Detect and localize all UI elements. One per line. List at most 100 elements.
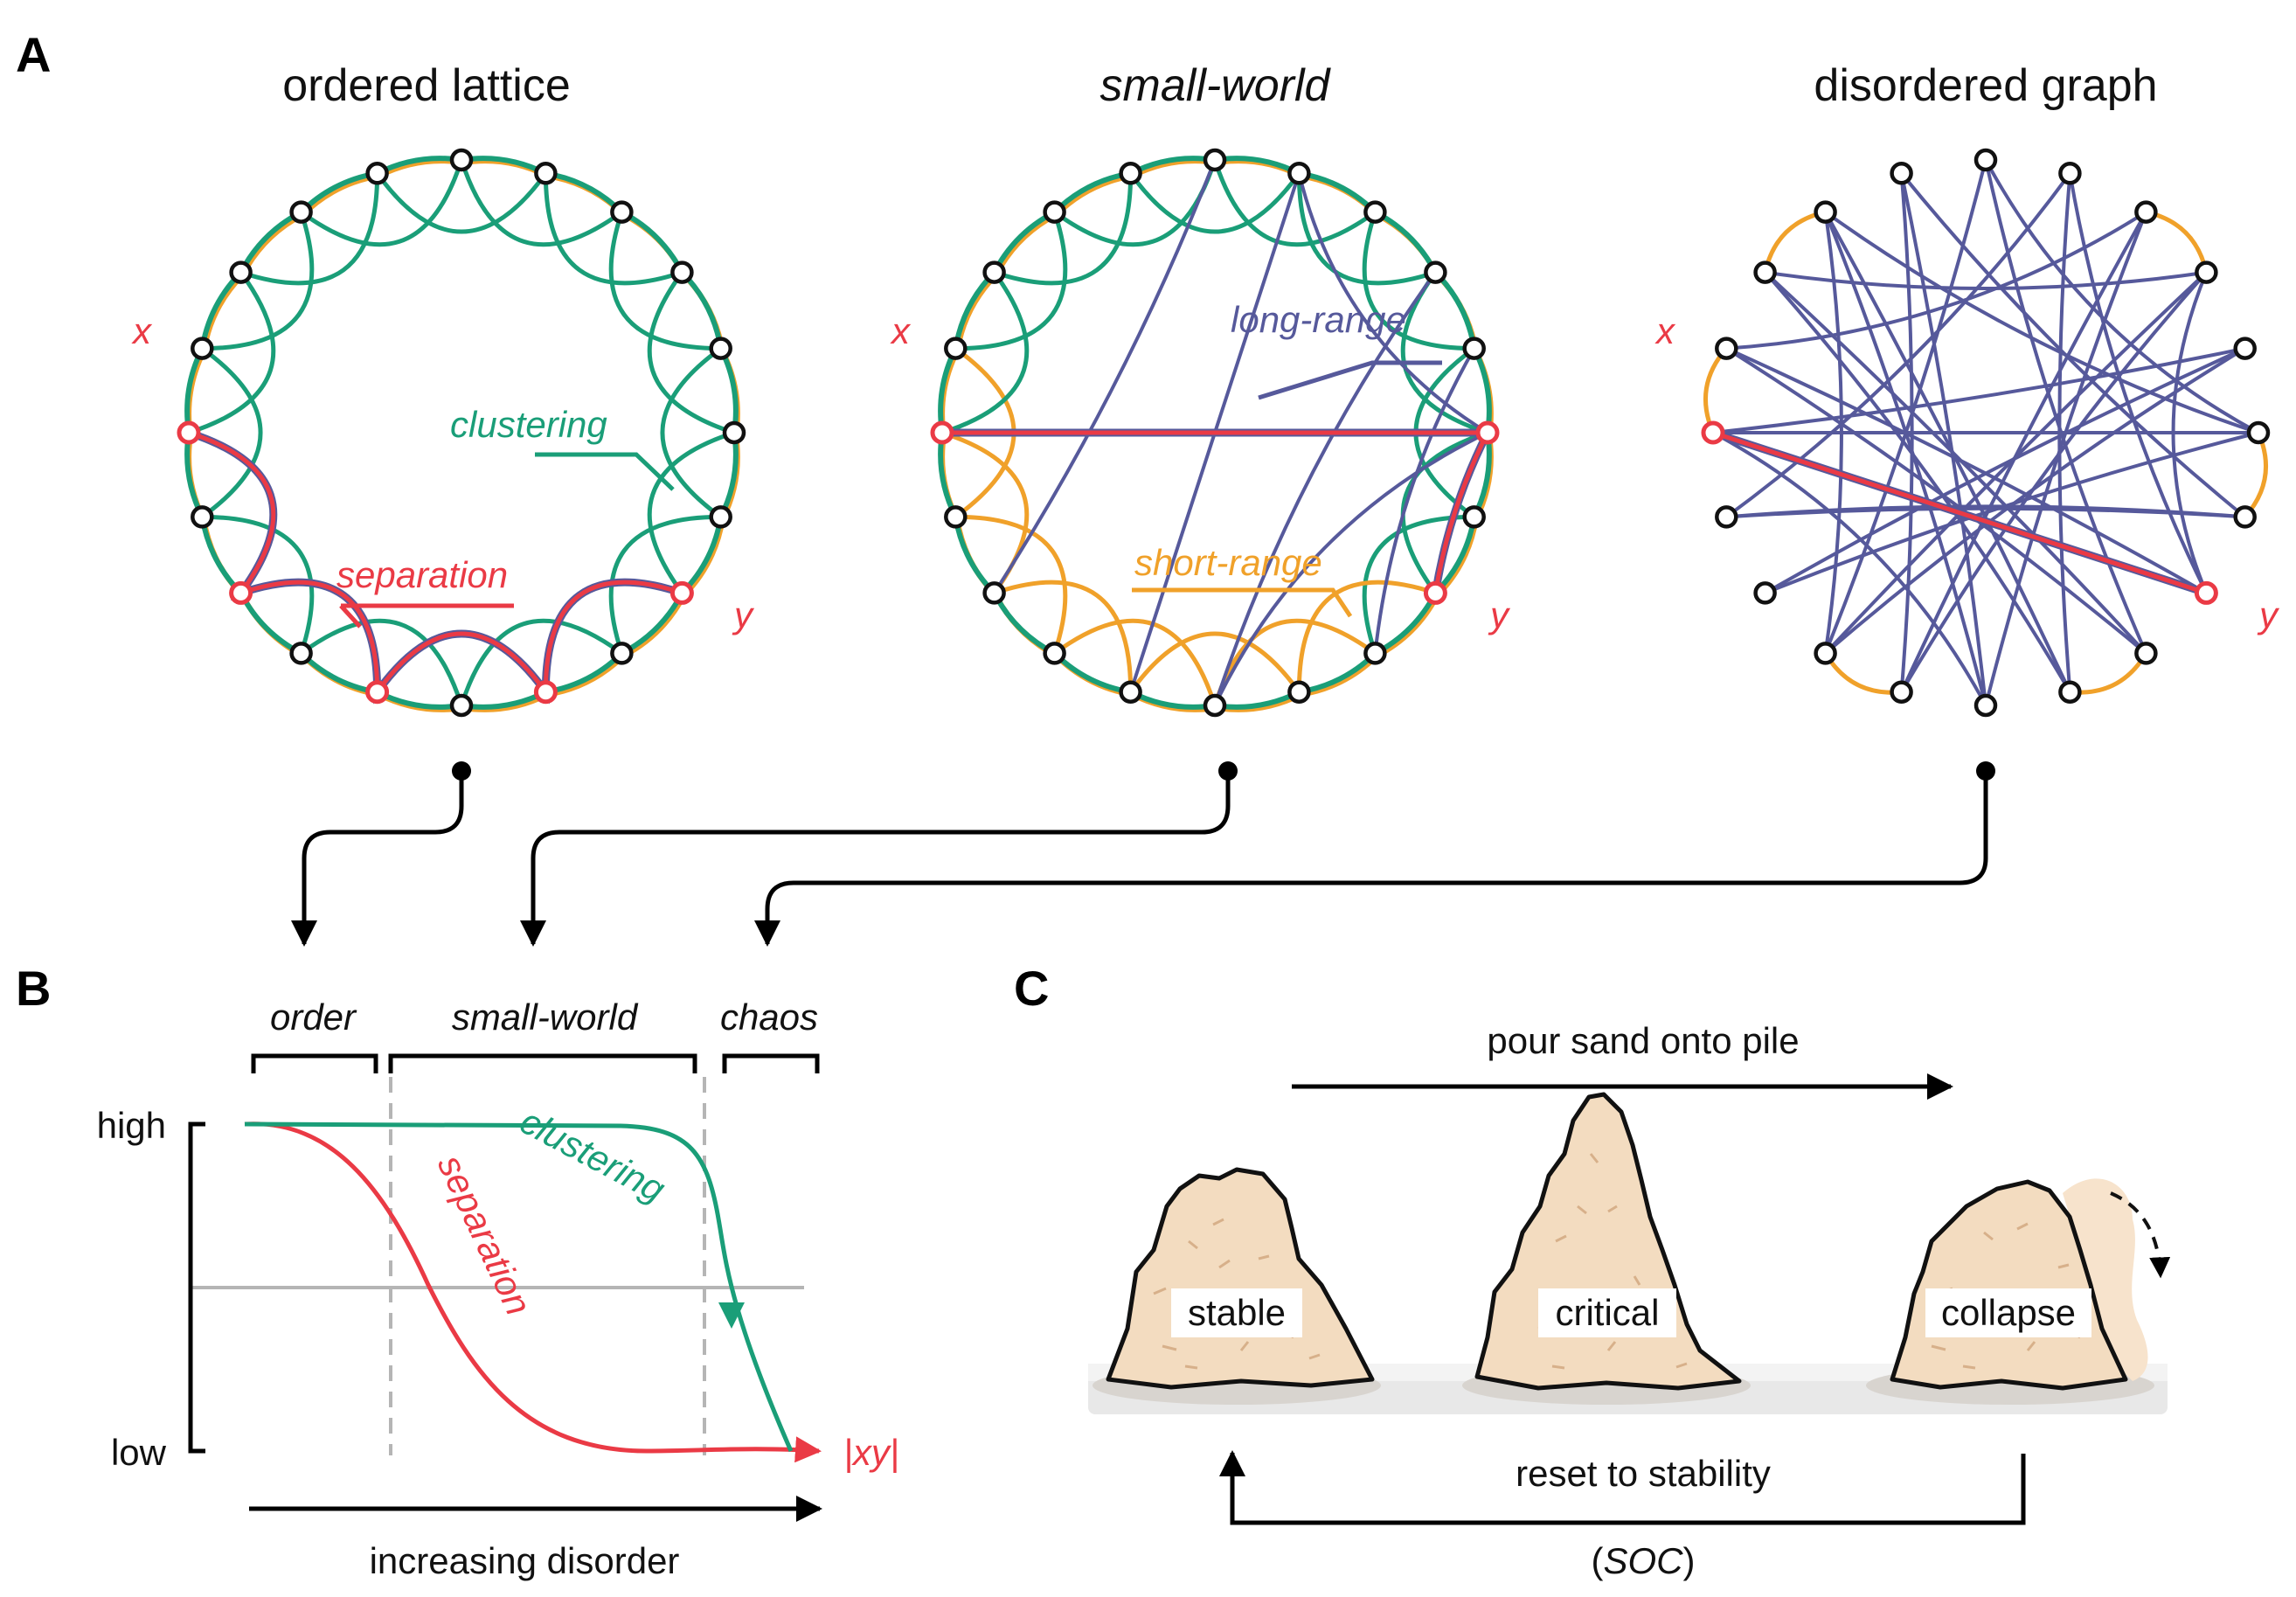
regime-dividers: [389, 1077, 706, 1455]
regime-brackets: [251, 1053, 820, 1073]
short-edge: [1703, 346, 1729, 434]
node: [191, 337, 214, 360]
node: [709, 337, 732, 360]
neighbor-edge: [239, 212, 304, 276]
clustering-edge: [543, 173, 683, 286]
clustering-edge: [543, 580, 683, 692]
soc-term: SOC: [1603, 1540, 1683, 1581]
small-world-nodes: [930, 148, 1500, 718]
endpoint-node: [1423, 580, 1447, 605]
neighbor-edge: [954, 273, 998, 352]
separation-path: [1711, 428, 2208, 597]
neighbor-edge: [1214, 690, 1301, 710]
endpoint-node: [533, 680, 558, 705]
soc-label: (SOC): [1591, 1540, 1695, 1581]
neighbor-edge: [376, 690, 462, 710]
neighbor-edge: [461, 690, 547, 710]
node: [2195, 260, 2218, 284]
node: [722, 420, 746, 445]
disordered-graph-title: disordered graph: [1814, 60, 2157, 111]
clustering-edge: [202, 211, 315, 351]
node: [2134, 200, 2158, 224]
short-edge: [2243, 432, 2269, 519]
node: [1814, 200, 1837, 224]
node: [1890, 680, 1913, 704]
clustering-edge: [608, 211, 721, 351]
panel-b-label: B: [16, 961, 51, 1016]
node: [2134, 642, 2158, 665]
endpoint-node: [669, 580, 694, 605]
node: [1462, 505, 1486, 529]
node: [1203, 148, 1227, 172]
node: [982, 260, 1006, 284]
node: [1043, 642, 1066, 665]
node: [2246, 420, 2271, 445]
neighbor-edge: [1129, 690, 1216, 710]
node: [709, 505, 732, 529]
collapse-pile: collapse: [1866, 1178, 2171, 1405]
node-x-label: x: [131, 310, 153, 351]
neighbor-edge: [201, 273, 245, 352]
separation-path: [942, 428, 1495, 594]
panel-a: A ordered lattice clustering separation …: [16, 27, 2280, 947]
node: [534, 162, 558, 185]
pour-sand-label: pour sand onto pile: [1487, 1020, 1799, 1061]
node: [1715, 505, 1738, 529]
clustering-edge: [660, 346, 723, 519]
neighbor-edge: [621, 592, 685, 656]
random-edge: [1984, 159, 2259, 434]
random-edge: [2171, 271, 2209, 594]
node: [1119, 680, 1142, 704]
endpoint-node: [177, 420, 201, 445]
node: [1287, 162, 1311, 185]
neighbor-edge: [718, 347, 739, 434]
clustering-arrowhead: [718, 1302, 745, 1329]
random-edge: [1764, 271, 2147, 655]
y-axis-low-label: low: [111, 1432, 167, 1473]
node: [365, 162, 389, 185]
clustering-edge: [993, 580, 1134, 692]
panel-a-label: A: [16, 27, 51, 82]
reset-label: reset to stability: [1516, 1453, 1771, 1494]
node: [1973, 148, 1998, 172]
long-range-callout-line: [1258, 360, 1442, 400]
random-edge: [1899, 172, 1987, 706]
clustering-edge: [1128, 171, 1301, 234]
ordered-lattice: ordered lattice clustering separation x …: [131, 60, 755, 718]
random-edge: [1725, 346, 2208, 595]
stable-label: stable: [1188, 1292, 1286, 1333]
collapse-dust: [2063, 1178, 2148, 1381]
node: [1043, 200, 1066, 224]
regime-order-label: order: [270, 996, 357, 1038]
panel-b: B order small-world chaos high low clust…: [16, 961, 899, 1581]
long-range-edge: [1373, 347, 1476, 654]
separation-path-line: [1712, 430, 2208, 595]
stable-pile: stable: [1093, 1167, 1381, 1405]
y-axis: [188, 1121, 205, 1454]
clustering-curve-label: clustering: [514, 1100, 672, 1210]
long-range-edge: [1213, 431, 1488, 706]
node-x-label: x: [890, 310, 912, 351]
node: [1424, 260, 1447, 284]
neighbor-edge: [1052, 651, 1132, 695]
neighbor-edge: [1433, 270, 1477, 350]
neighbor-edge: [299, 651, 378, 695]
panel-c: C pour sand onto pile stable critical: [1014, 961, 2171, 1581]
neighbor-edge: [1472, 347, 1492, 434]
node: [1287, 680, 1311, 704]
random-edge: [1726, 506, 2245, 519]
clustering-edge: [300, 618, 464, 706]
random-edge: [1764, 271, 2072, 693]
node: [1890, 162, 1913, 185]
node: [1119, 162, 1142, 185]
short-range-callout-line: [1132, 587, 1353, 618]
clustering-label: clustering: [450, 404, 607, 445]
random-edge: [1824, 210, 2259, 434]
separation-curve: [244, 1121, 822, 1463]
node-y-label: y: [732, 594, 755, 635]
random-edge: [1900, 172, 2246, 518]
node: [1753, 260, 1777, 284]
disordered-graph: disordered graph x y: [1654, 60, 2280, 718]
soc-close: ): [1683, 1540, 1696, 1581]
